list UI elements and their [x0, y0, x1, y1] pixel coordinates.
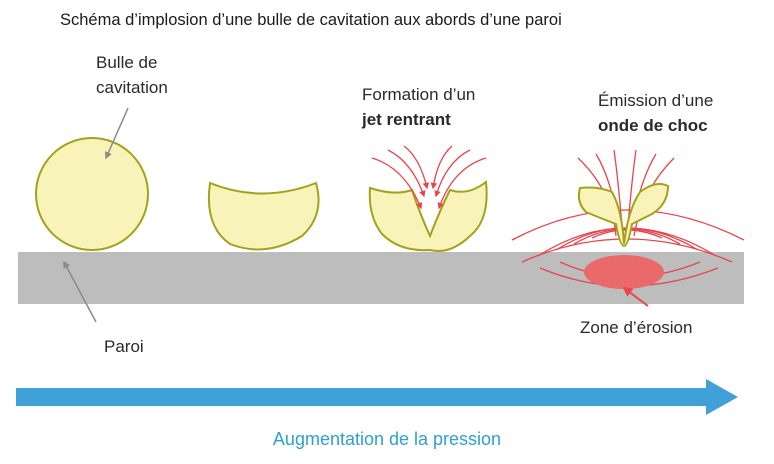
shock-label-line2: onde de choc	[598, 116, 708, 135]
erosion-zone	[584, 255, 664, 289]
inflow-arrow	[371, 157, 423, 210]
bubble-label-line1: Bulle de	[96, 53, 158, 72]
shock-label-line1: Émission d’une	[598, 91, 714, 110]
wall-pointer-arrow	[63, 260, 97, 323]
pressure-arrow-caption: Augmentation de la pression	[272, 429, 502, 449]
inflow-arrow	[387, 149, 426, 198]
bubble-collapsing	[577, 183, 670, 248]
bubble-spherical	[35, 137, 149, 251]
erosion-pointer-arrow	[622, 286, 649, 307]
bubble-jet	[368, 180, 488, 252]
inflow-arrow	[434, 149, 471, 198]
bubble-deforming	[207, 181, 320, 251]
inflow-arrows	[371, 145, 487, 210]
wall-label: Paroi	[104, 337, 144, 356]
inflow-arrow	[437, 157, 487, 210]
inflow-arrow	[403, 145, 429, 190]
jet-label-line2: jet rentrant	[362, 110, 451, 129]
pressure-arrow	[16, 379, 738, 415]
bubble-pointer-arrow	[104, 107, 129, 160]
bubble-label-line2: cavitation	[96, 78, 168, 97]
jet-label-line1: Formation d’un	[362, 85, 476, 104]
diagram-title: Schéma d’implosion d’une bulle de cavita…	[60, 11, 562, 29]
erosion-label: Zone d’érosion	[580, 318, 693, 337]
inflow-arrow	[430, 145, 453, 190]
